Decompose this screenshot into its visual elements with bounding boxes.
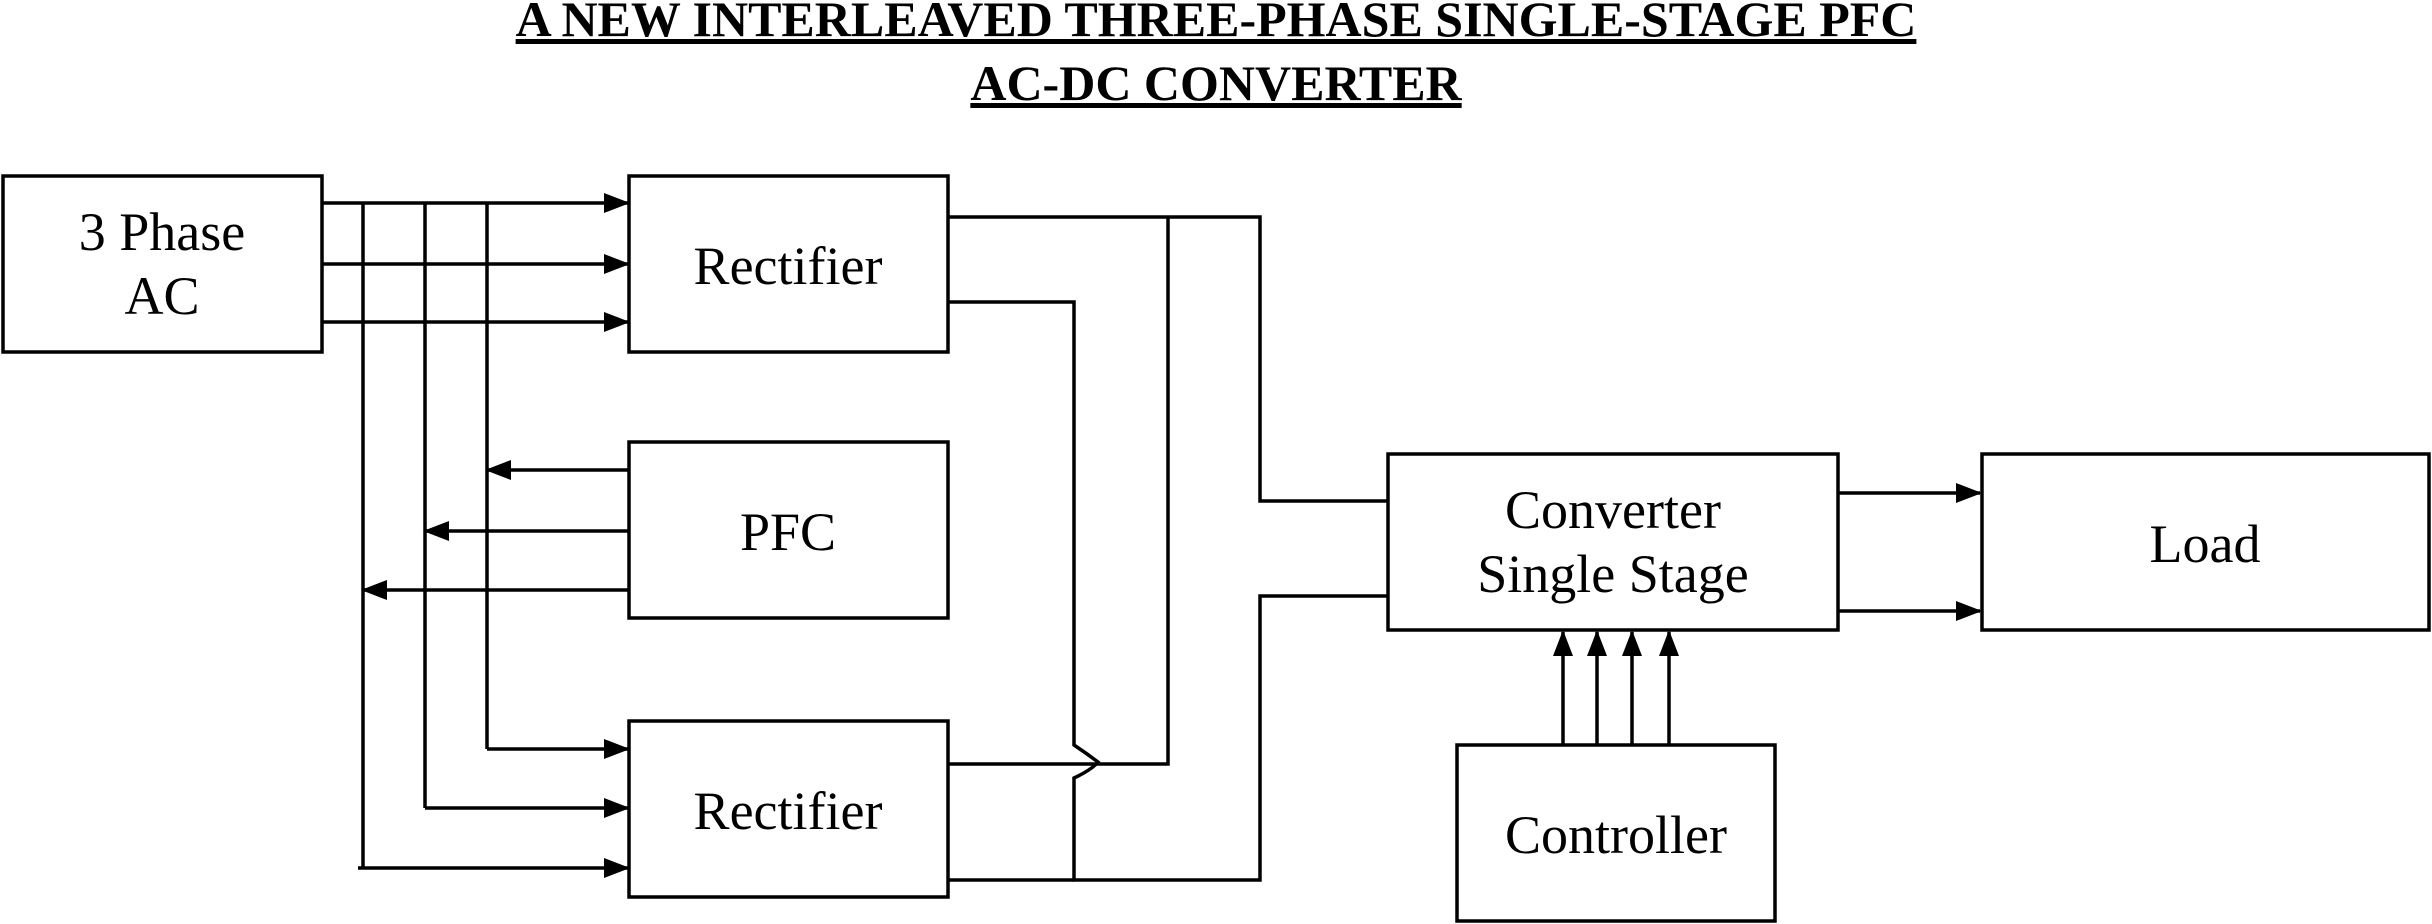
- rectifier-top-label: Rectifier: [694, 236, 883, 296]
- rectifier-top-output-1: [948, 215, 1388, 503]
- pfc-block: PFC: [627, 440, 950, 620]
- rectifier-top-block: Rectifier: [627, 174, 950, 354]
- rectifier-bottom-output-1: [948, 217, 1170, 766]
- ac-source-label-line-2: AC: [124, 266, 199, 326]
- rectifier-top-output-2: [948, 300, 1388, 882]
- ac-source-block: 3 Phase AC: [1, 174, 324, 354]
- controller-label: Controller: [1505, 805, 1727, 865]
- converter-label-line-1: Converter: [1505, 480, 1721, 540]
- converter-label-line-2: Single Stage: [1477, 544, 1748, 604]
- connections: [322, 193, 1982, 882]
- ac-source-label-line-1: 3 Phase: [79, 202, 245, 262]
- converter-block: Converter Single Stage: [1386, 452, 1840, 632]
- title-line-1: A NEW INTERLEAVED THREE-PHASE SINGLE-STA…: [516, 0, 1917, 47]
- pfc-label: PFC: [740, 502, 836, 562]
- diagram-title: A NEW INTERLEAVED THREE-PHASE SINGLE-STA…: [516, 0, 1917, 111]
- title-line-2: AC-DC CONVERTER: [970, 55, 1462, 111]
- load-block: Load: [1980, 452, 2431, 632]
- load-label: Load: [2150, 514, 2261, 574]
- controller-block: Controller: [1455, 743, 1777, 923]
- rectifier-bottom-block: Rectifier: [627, 719, 950, 899]
- rectifier-bottom-label: Rectifier: [694, 781, 883, 841]
